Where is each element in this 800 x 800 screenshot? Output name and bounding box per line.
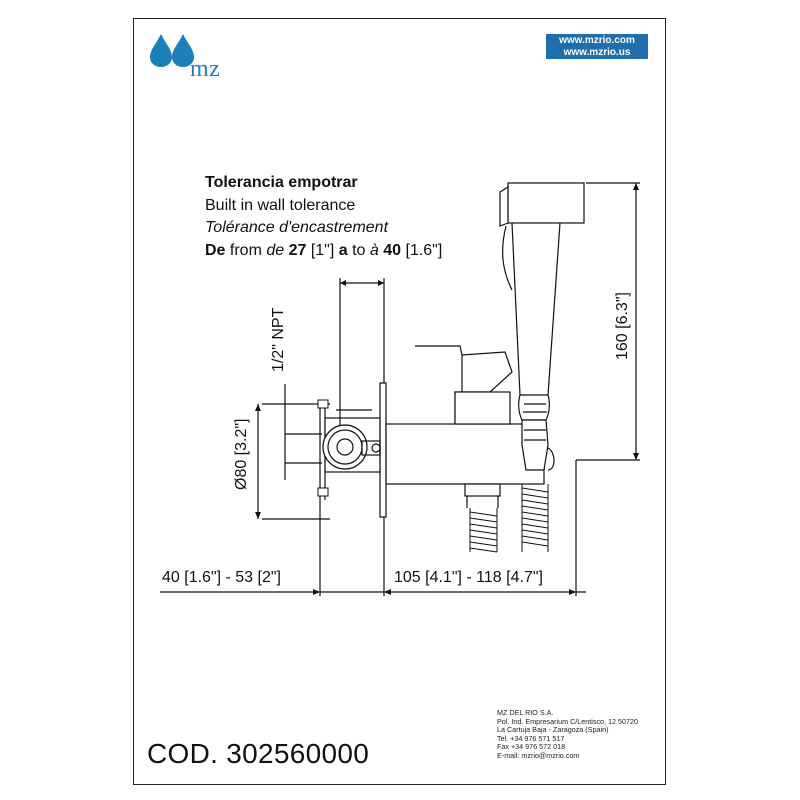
product-code: COD. 302560000 [147, 738, 370, 769]
depth-left-label: 40 [1.6"] - 53 [2"] [162, 569, 281, 586]
depth-right-label: 105 [4.1"] - 118 [4.7"] [394, 569, 543, 586]
company-email[interactable]: E-mail: mzrio@mzrio.com [497, 750, 580, 760]
tolerance-title-en: Built in wall tolerance [205, 197, 356, 214]
diameter-label: Ø80 [3.2"] [233, 418, 250, 491]
water-drops-logo-icon [150, 34, 194, 67]
company-fax: Fax +34 976 572 018 [497, 742, 566, 752]
company-info: MZ DEL RIO S.A. Pol. Ind. Empresarium C/… [497, 708, 639, 761]
thread-size-label: 1/2" NPT [270, 307, 287, 372]
website-link[interactable]: www.mzrio.com [559, 35, 635, 46]
drawing-sheet-frame [133, 18, 666, 785]
company-address: La Cartuja Baja - Zaragoza (Spain) [497, 725, 609, 735]
tolerance-title-es: Tolerancia empotrar [205, 174, 358, 191]
website-box[interactable]: www.mzrio.com www.mzrio.us [546, 34, 648, 59]
company-name: MZ DEL RIO S.A. [497, 708, 554, 717]
website-link[interactable]: www.mzrio.us [563, 47, 631, 58]
brand-logo-text: mz [190, 56, 221, 82]
height-label: 160 [6.3"] [614, 292, 631, 360]
company-phone: Tel. +34 976 571 517 [497, 733, 565, 743]
company-address: Pol. Ind. Empresarium C/Lentisco, 12 507… [497, 716, 639, 726]
tolerance-title-fr: Tolérance d'encastrement [205, 219, 389, 236]
tolerance-range: De from de 27 [1"] a to à 40 [1.6"] [205, 242, 443, 259]
